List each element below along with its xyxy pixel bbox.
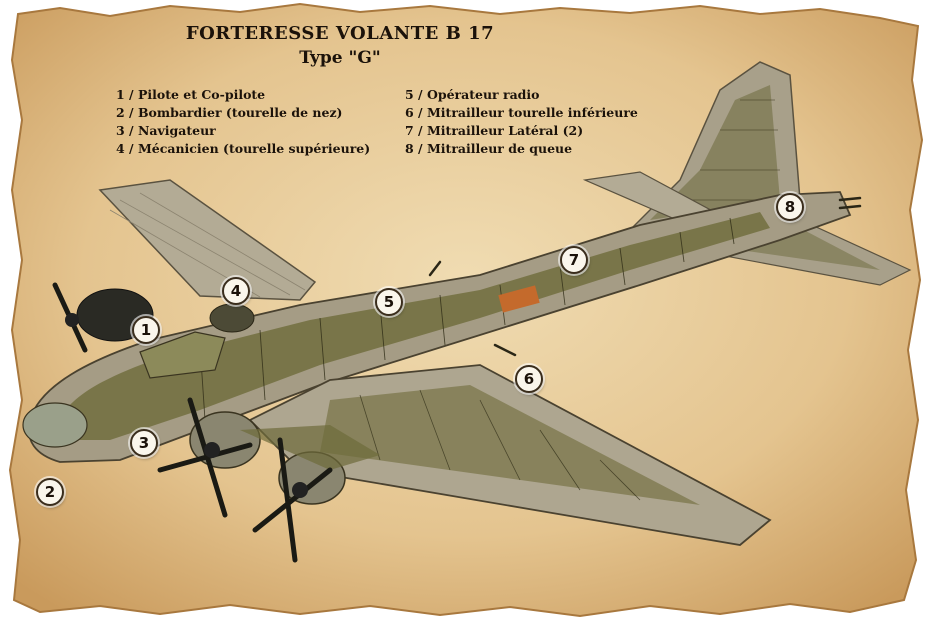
crew-marker-3: 3 [130, 429, 158, 457]
crew-marker-2: 2 [36, 478, 64, 506]
crew-marker-8: 8 [776, 193, 804, 221]
legend-item-7: 7 / Mitrailleur Latéral (2) [405, 123, 584, 138]
legend-item-2: 2 / Bombardier (tourelle de nez) [116, 105, 343, 120]
crew-marker-5: 5 [375, 288, 403, 316]
crew-marker-1: 1 [132, 316, 160, 344]
chart-subtitle: Type "G" [299, 48, 381, 68]
chart-title: FORTERESSE VOLANTE B 17 [185, 23, 495, 44]
propeller-icon [52, 282, 333, 563]
legend-item-1: 1 / Pilote et Co-pilote [116, 87, 266, 102]
crew-marker-6: 6 [515, 365, 543, 393]
crew-marker-4: 4 [222, 277, 250, 305]
legend-item-4: 4 / Mécanicien (tourelle supérieure) [116, 141, 371, 156]
legend-item-5: 5 / Opérateur radio [405, 87, 540, 102]
legend-item-8: 8 / Mitrailleur de queue [405, 141, 573, 156]
legend-list-right: 5 / Opérateur radio 6 / Mitrailleur tour… [405, 86, 638, 158]
legend-item-3: 3 / Navigateur [116, 123, 216, 138]
crew-marker-7: 7 [560, 246, 588, 274]
legend-item-6: 6 / Mitrailleur tourelle inférieure [405, 105, 638, 120]
legend-list-left: 1 / Pilote et Co-pilote 2 / Bombardier (… [116, 86, 370, 158]
